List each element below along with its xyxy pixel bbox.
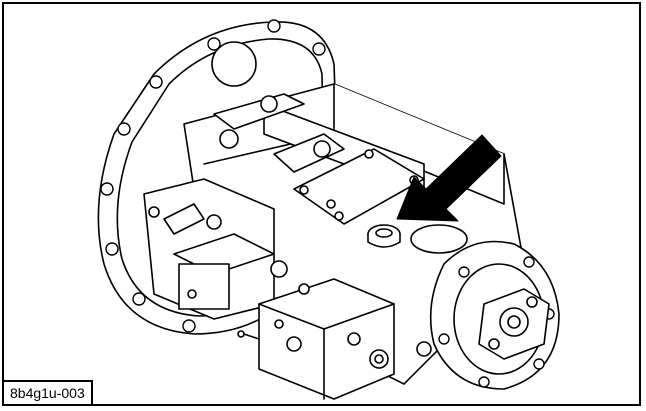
oval-cover	[410, 224, 468, 254]
figure-caption: 8b4g1u-003	[4, 380, 93, 404]
figure-frame: 8b4g1u-003	[2, 2, 641, 406]
hydraulic-pump-illustration	[97, 19, 560, 400]
shaft-coupling	[478, 288, 550, 360]
arrow-pointer-icon	[396, 134, 502, 222]
cover-plate	[293, 148, 425, 225]
regulator-assembly	[237, 278, 432, 400]
fill-plug	[367, 224, 401, 248]
left-valve-block	[143, 178, 288, 320]
